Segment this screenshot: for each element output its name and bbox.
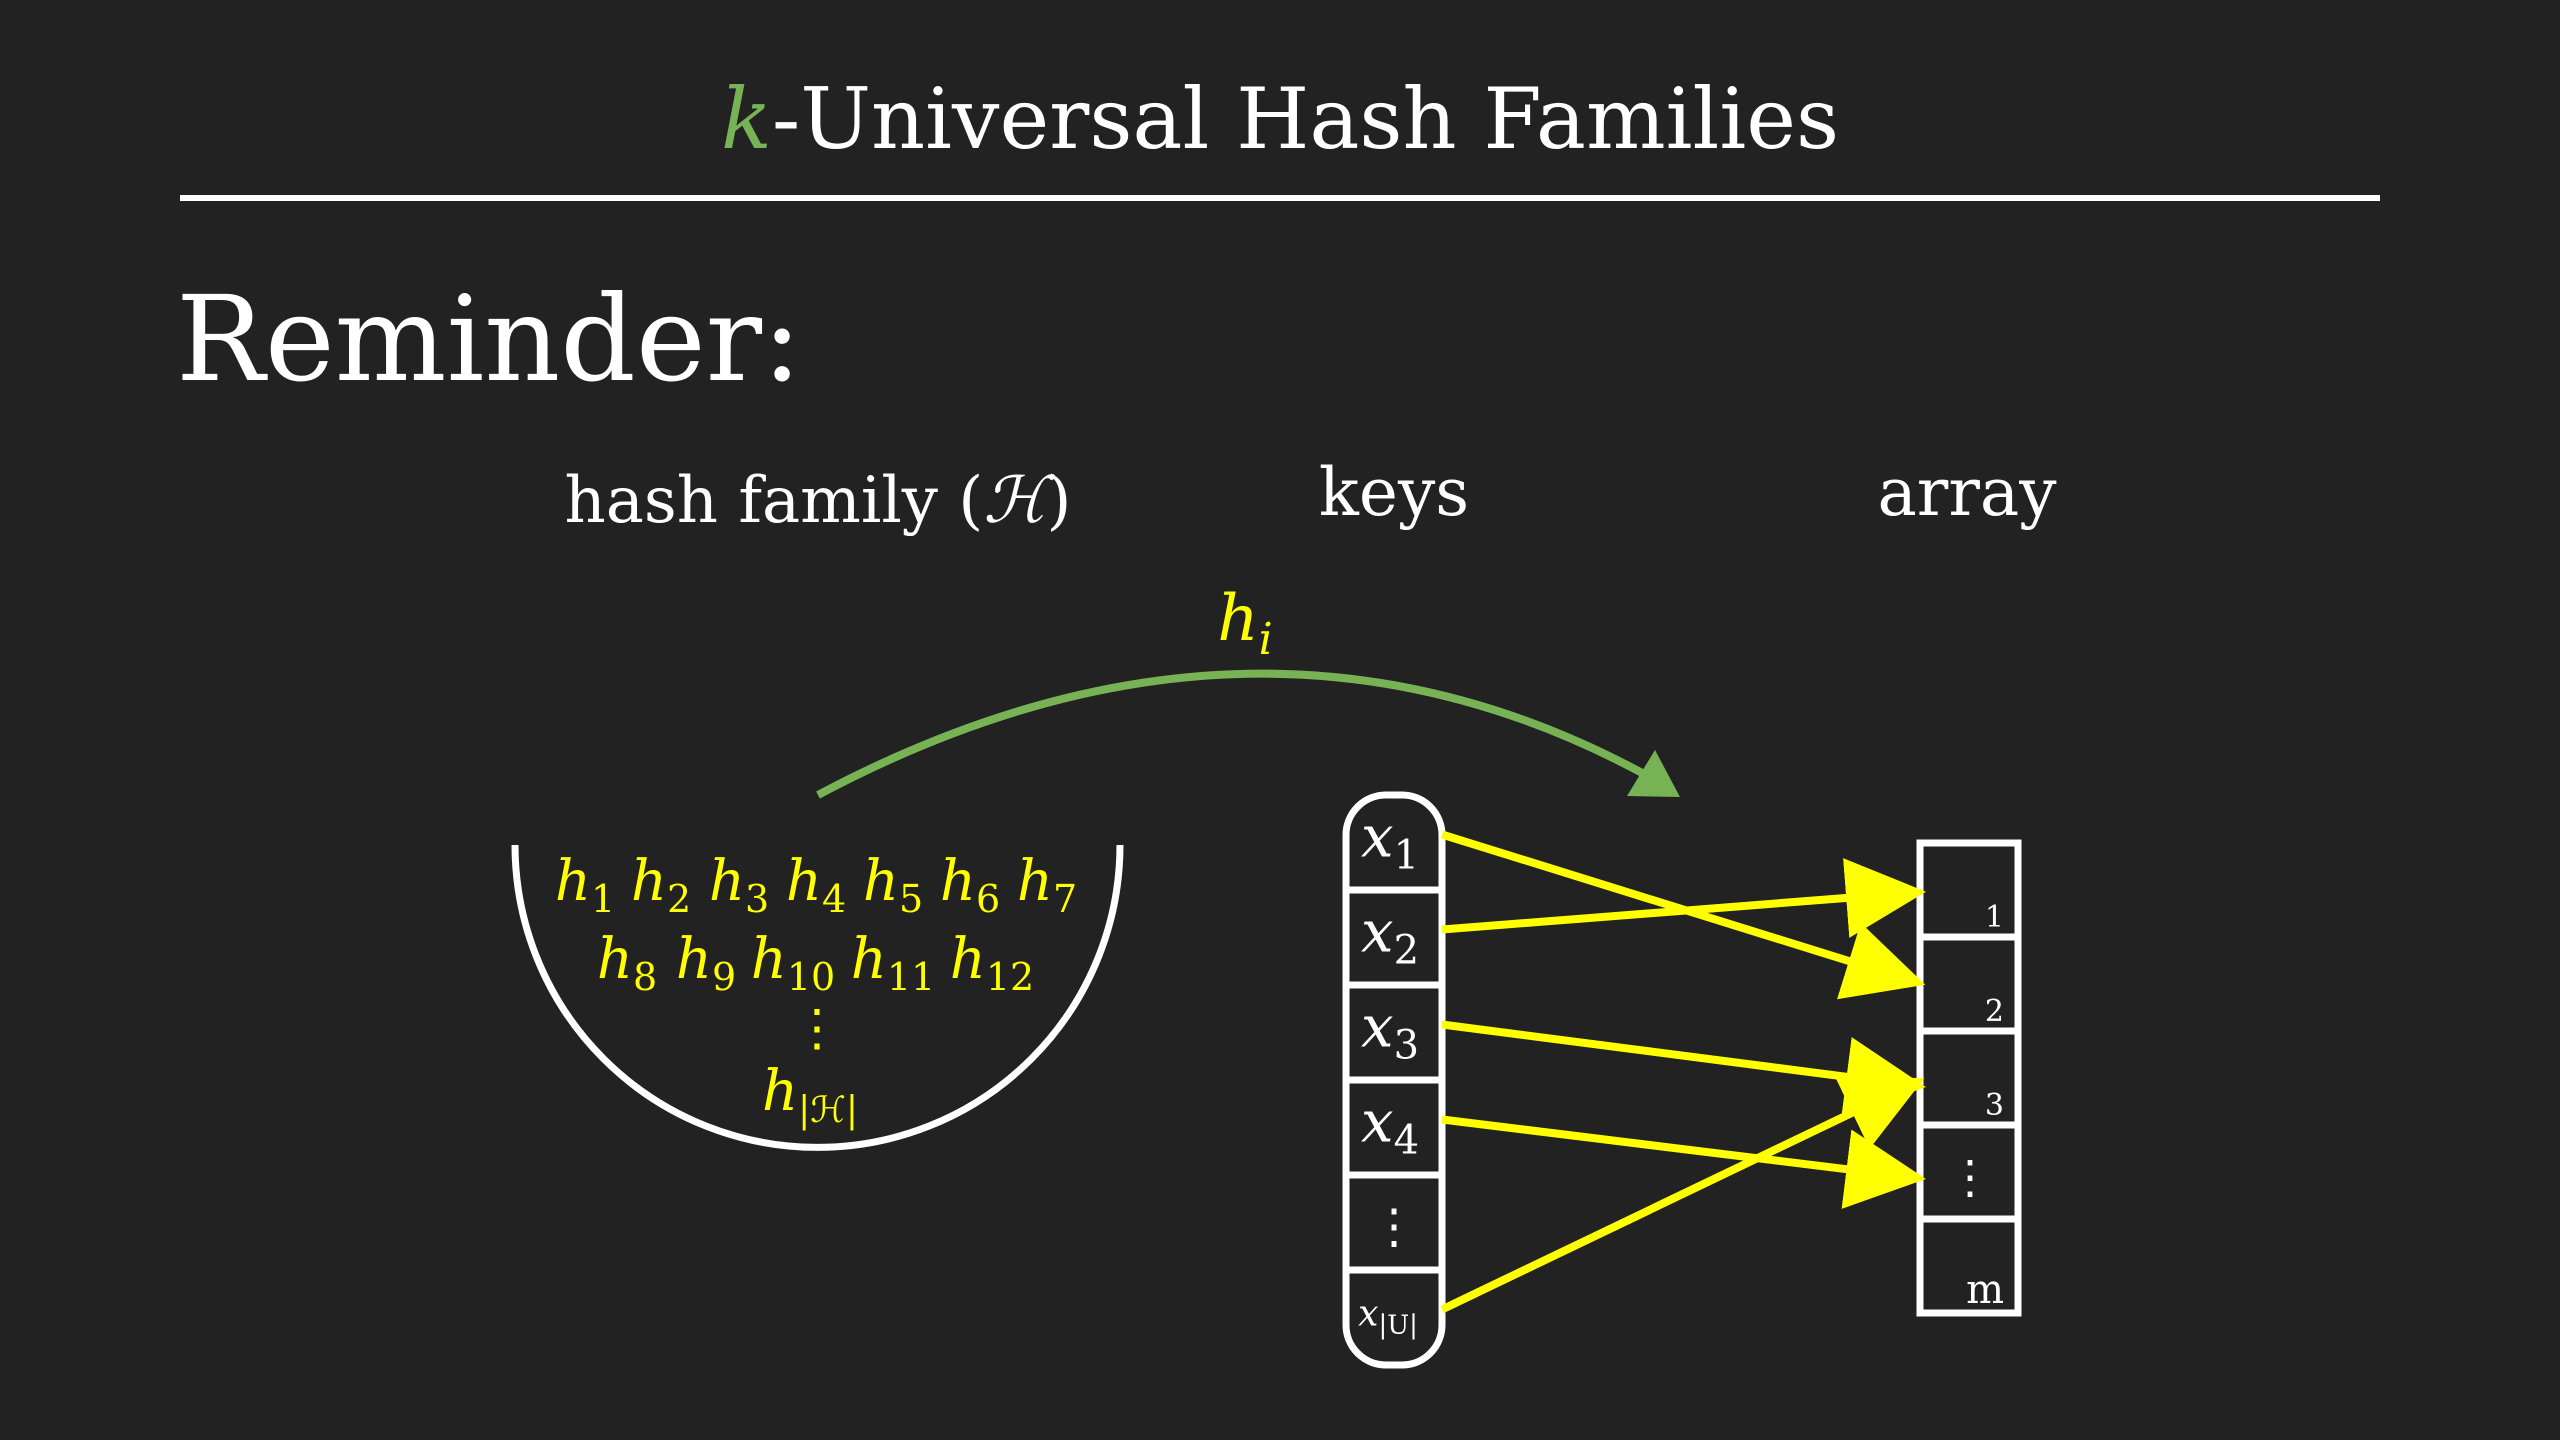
hash-family-label: hash family (ℋ) [565,464,1072,538]
array-slot-label: 2 [1985,994,2004,1029]
key-cell: x2 [1361,898,1419,974]
mapping-arrow [1441,1115,1926,1209]
array-slot-label: 3 [1985,1088,2004,1123]
key-cell: x1 [1361,803,1419,879]
hash-selection-arrow [816,669,1657,799]
keys-label: keys [1319,454,1469,531]
hash-function: h2 [631,849,691,921]
hash-function-last: h|ℋ| [762,1059,858,1131]
array-label: array [1877,454,2057,531]
hash-function: h9 [676,927,736,999]
hash-function: h10 [751,927,835,999]
hash-function-ellipsis: ⋮ [792,999,842,1057]
key-cell: x3 [1361,993,1419,1069]
reminder-heading: Reminder: [176,270,802,408]
array-slot [1916,1215,2022,1317]
hash-family-bowl [511,844,1124,1151]
key-ellipsis: ⋮ [1370,1199,1418,1255]
arrow-label-hi: hi [1217,582,1272,665]
hash-function: h5 [863,849,923,921]
mapping-arrow [1440,1076,1925,1314]
key-cell: x4 [1361,1088,1419,1164]
hash-function: h8 [597,927,657,999]
hash-function: h6 [940,849,1000,921]
hash-function: h4 [786,849,846,921]
mapping-arrow [1441,1020,1926,1117]
hash-function: h11 [851,927,935,999]
slide-title: k-Universal Hash Families [721,70,1839,168]
title-rest: -Universal Hash Families [772,70,1839,168]
keys-column: x1 x2 x3 x4 ⋮ x|U| [1342,791,1446,1369]
array-slot-label: m [1966,1267,2004,1313]
hash-function: h7 [1017,849,1077,921]
hash-function: h12 [950,927,1034,999]
title-k: k [721,70,772,168]
array-slot-ellipsis: ⋮ [1947,1150,1993,1204]
mapping-arrow [1441,858,1926,938]
hash-function: h1 [555,849,615,921]
key-cell: x|U| [1358,1294,1418,1341]
array-column: 1 2 3 ⋮ m [1916,839,2022,1317]
mapping-arrows [1440,830,1926,1314]
array-slot-label: 1 [1985,900,2004,935]
hash-function: h3 [709,849,769,921]
hash-selection-arrowhead [1627,750,1680,797]
